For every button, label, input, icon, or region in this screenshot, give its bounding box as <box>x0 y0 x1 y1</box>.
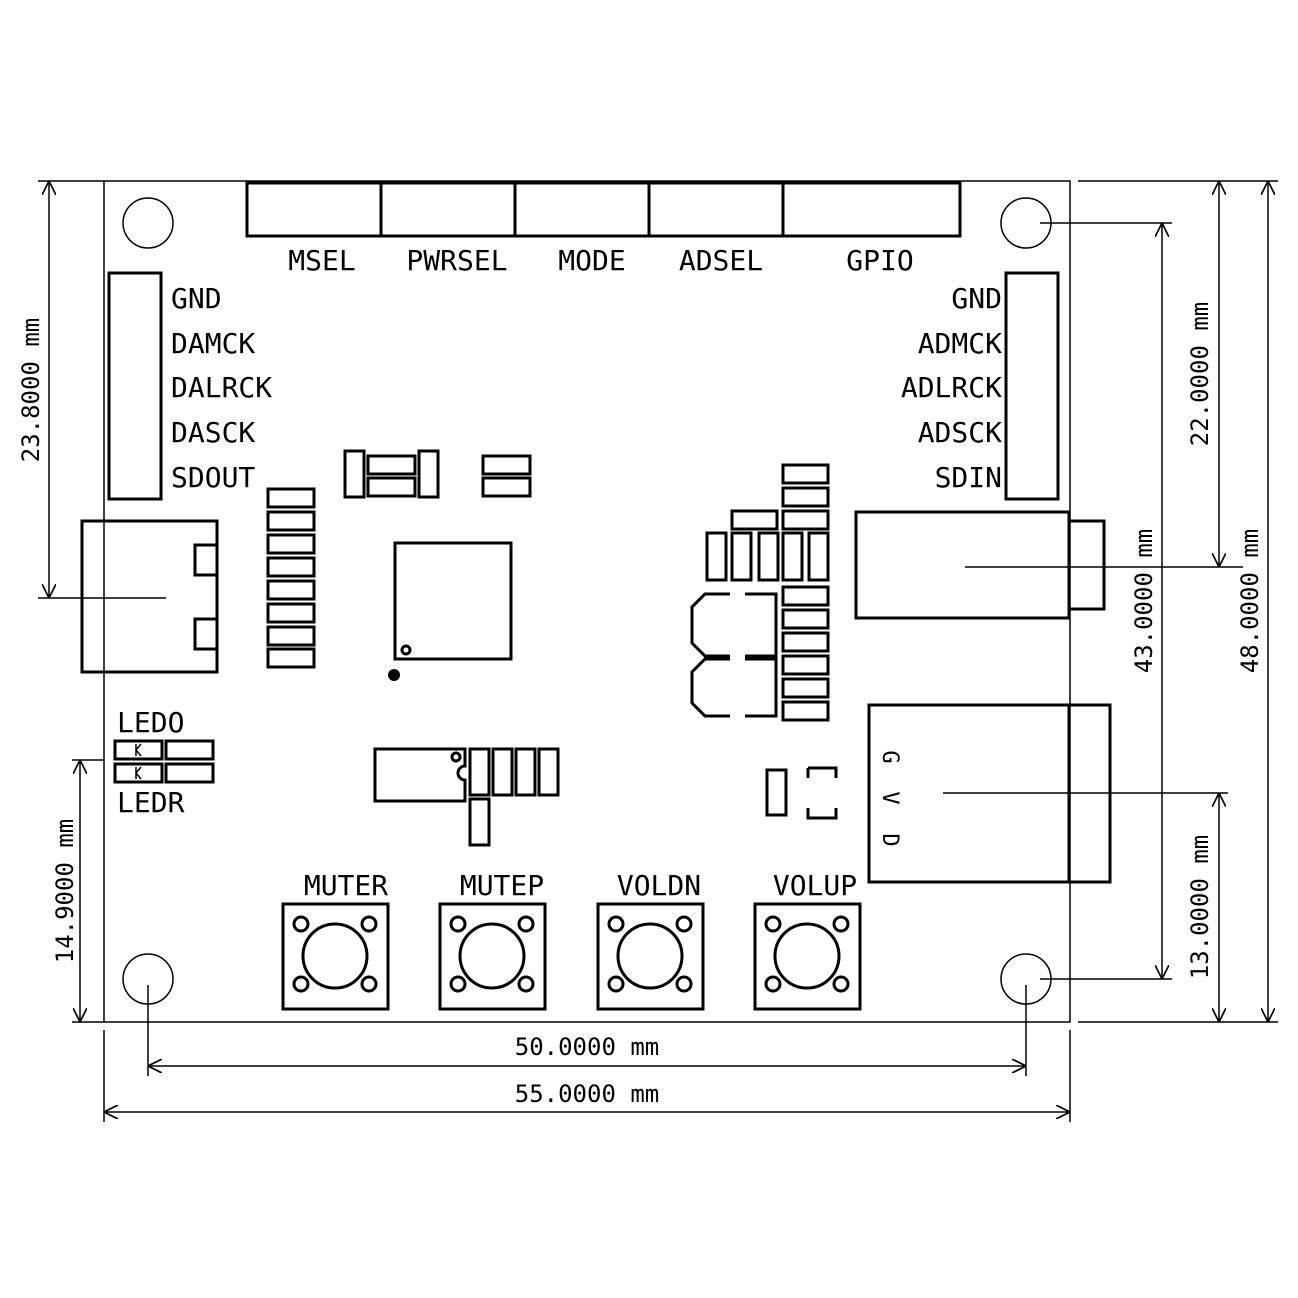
button-label-muter: MUTER <box>304 869 388 902</box>
left-pin-sdout: SDOUT <box>171 461 255 494</box>
button-label-mutep: MUTEP <box>460 869 544 902</box>
gvd-label-v: V <box>877 791 902 804</box>
header-label-gpio: GPIO <box>846 244 913 277</box>
dimension-label-left-bottom: 14.9000 mm <box>51 819 79 964</box>
button-volup[interactable] <box>753 902 862 1011</box>
dimension-label-right-13: 13.0000 mm <box>1186 835 1214 980</box>
left-pin-dasck: DASCK <box>171 416 255 449</box>
small-component-near-gvd <box>765 766 838 820</box>
smd-pads-right-cluster <box>705 463 830 722</box>
header-label-adsel: ADSEL <box>679 244 763 277</box>
right-pin-adsck: ADSCK <box>918 416 1002 449</box>
audio-jack-upper <box>854 510 1106 620</box>
usb-connector <box>80 519 219 674</box>
header-label-msel: MSEL <box>288 244 355 277</box>
right-pin-gnd: GND <box>951 282 1002 315</box>
led-label-ledo: LEDO <box>117 706 184 739</box>
led-label-ledr: LEDR <box>117 786 185 819</box>
button-mutep[interactable] <box>438 902 547 1011</box>
button-muter[interactable] <box>281 902 390 1011</box>
button-label-voldn: VOLDN <box>617 869 701 902</box>
dimension-label-bottom-55: 55.0000 mm <box>515 1080 660 1108</box>
main-ic <box>388 541 513 681</box>
top-header-connector <box>245 181 962 238</box>
gvd-label-d: D <box>877 833 902 846</box>
smd-pads-left-column <box>266 487 316 669</box>
left-pin-dalrck: DALRCK <box>171 371 272 404</box>
board-outline <box>103 180 1071 1023</box>
gvd-label-g: G <box>877 750 902 763</box>
dimension-bottom-55 <box>103 1030 1071 1122</box>
dimension-label-right-22: 22.0000 mm <box>1186 302 1214 447</box>
right-pin-sdin: SDIN <box>935 461 1002 494</box>
electrolytic-capacitors <box>690 592 778 718</box>
right-pin-admck: ADMCK <box>918 327 1002 360</box>
left-pin-damck: DAMCK <box>171 327 255 360</box>
dimension-label-left-top: 23.8000 mm <box>17 318 45 463</box>
dimension-left-bottom <box>72 759 104 1023</box>
button-label-volup: VOLUP <box>773 869 857 902</box>
right-pin-header <box>1004 271 1060 501</box>
dimension-bottom-50 <box>147 985 1027 1076</box>
dimension-label-right-48: 48.0000 mm <box>1236 529 1264 674</box>
mounting-hole-top-left <box>122 197 174 249</box>
left-pin-header <box>107 271 163 501</box>
button-voldn[interactable] <box>596 902 705 1011</box>
left-pin-gnd: GND <box>171 282 222 315</box>
dimension-label-bottom-50: 50.0000 mm <box>515 1033 660 1061</box>
header-label-pwrsel: PWRSEL <box>406 244 507 277</box>
smd-pads-top-center <box>343 449 532 499</box>
header-label-mode: MODE <box>558 244 625 277</box>
dimension-left-top <box>38 180 166 599</box>
dimension-label-right-43: 43.0000 mm <box>1130 529 1158 674</box>
led-indicators <box>113 739 215 784</box>
right-pin-adlrck: ADLRCK <box>901 371 1002 404</box>
dimension-extension-lines-right <box>943 180 1278 1023</box>
crystal-oscillator <box>373 747 560 847</box>
